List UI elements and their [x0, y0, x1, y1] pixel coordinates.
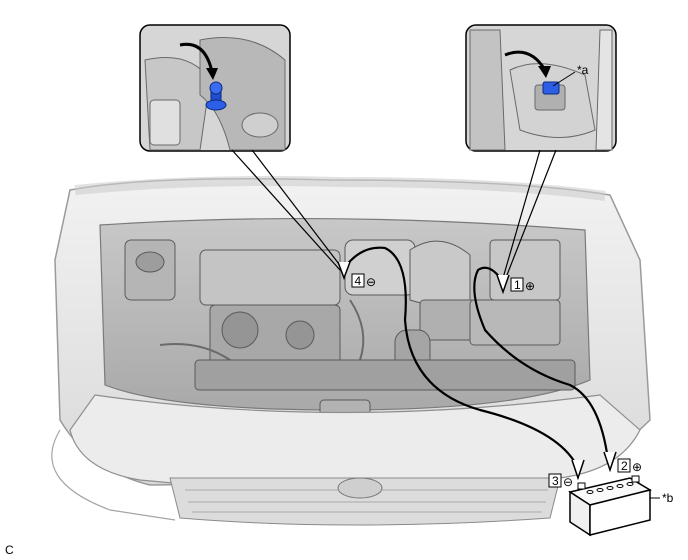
jumper-cables	[342, 246, 610, 469]
minus-icon: ⊖	[366, 275, 376, 289]
callout-a-label: *a	[577, 63, 589, 77]
minus-icon: ⊖	[563, 475, 573, 489]
front-bumper	[69, 394, 641, 491]
step-number: 3	[552, 474, 559, 488]
arrow-icon	[179, 42, 214, 73]
plus-icon: ⊕	[632, 460, 642, 474]
ground-bolt	[205, 81, 227, 111]
leader-lines	[231, 149, 557, 281]
step-label-4: 4 ⊖	[351, 273, 376, 289]
plus-icon: ⊕	[525, 279, 535, 293]
step-number: 4	[355, 274, 362, 288]
step-label-1: 1 ⊕	[510, 277, 535, 293]
callout-b-label: *b	[662, 491, 674, 505]
step-label-2: 2 ⊕	[617, 458, 642, 474]
booster-battery: *b	[568, 475, 674, 537]
cable-clamps	[337, 261, 617, 481]
step-number: 1	[514, 278, 521, 292]
vehicle-front	[51, 176, 651, 526]
inset-ground-point	[139, 24, 291, 152]
emblem	[337, 477, 383, 499]
figure-code: C	[5, 543, 14, 557]
step-number: 2	[621, 459, 628, 473]
inset-positive-terminal: *a	[465, 24, 617, 152]
step-label-3: 3 ⊖	[548, 473, 573, 489]
